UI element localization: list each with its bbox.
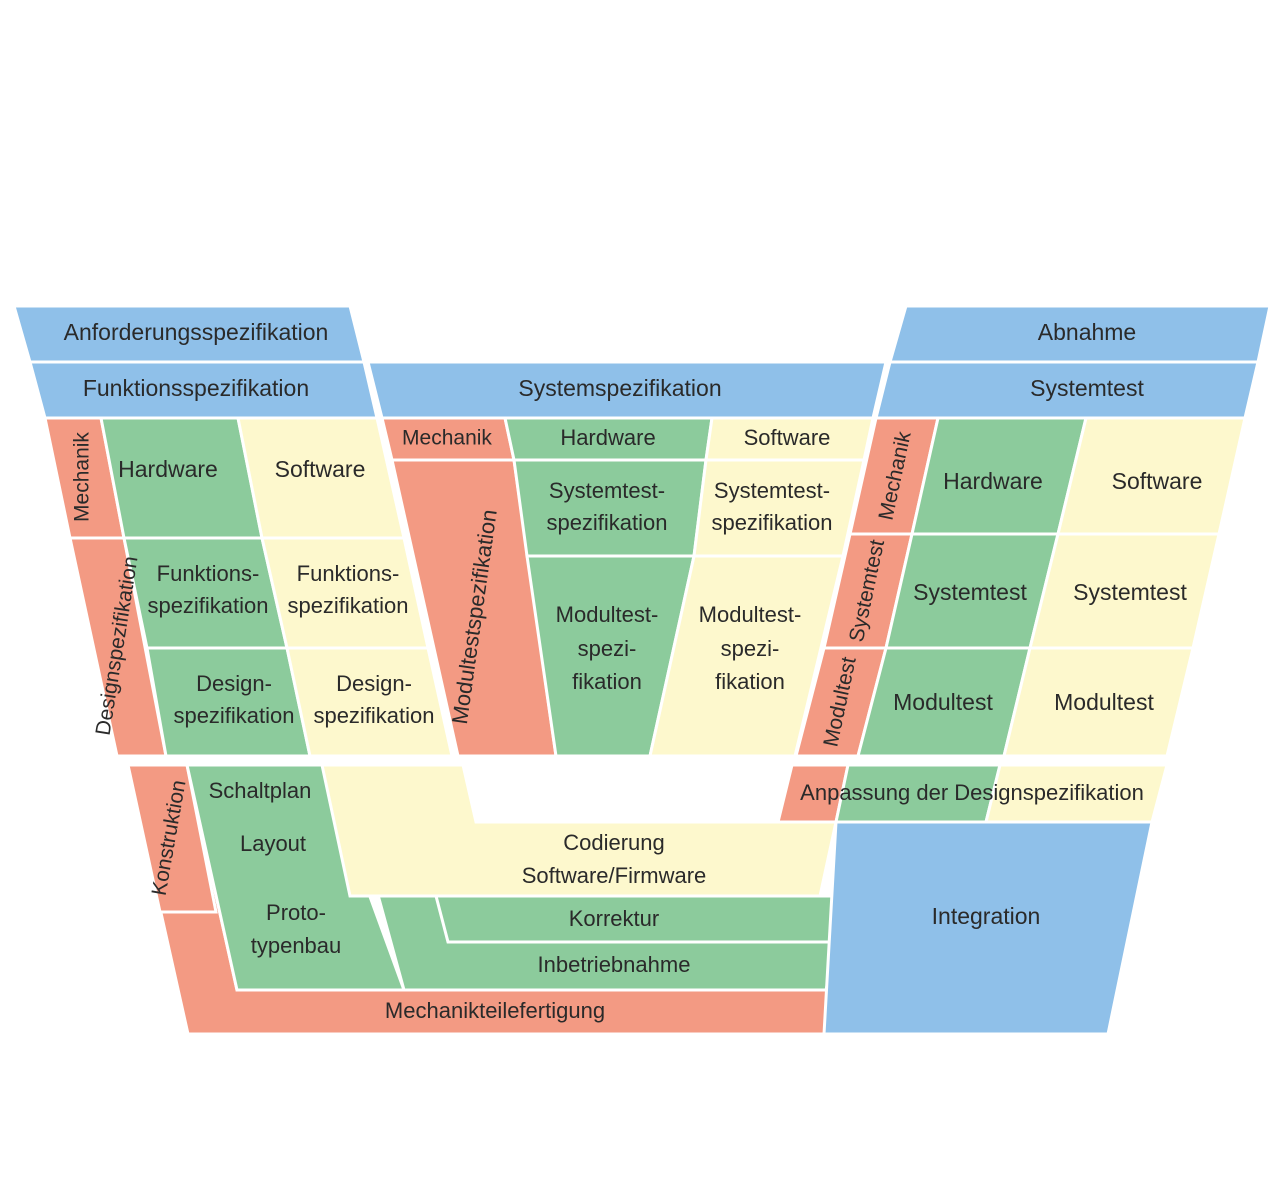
anpassung-label: Anpassung der Designspezifikation (800, 780, 1144, 805)
right-systemtest-header-label: Systemtest (1030, 375, 1144, 401)
mechanikteilefertigung-label: Mechanikteilefertigung (385, 998, 605, 1023)
left-hw-funktions-line1: Funktions- (157, 561, 260, 586)
mid-sw-modultest-line3: fikation (715, 669, 785, 694)
mid-hardware-label: Hardware (560, 425, 655, 450)
right-hw-systemtest-label: Systemtest (913, 579, 1027, 605)
layout-label: Layout (240, 831, 306, 856)
mid-sw-systemtestspezifikation-box (692, 458, 866, 558)
prototypenbau-line1: Proto- (266, 900, 326, 925)
codierung-line2: Software/Firmware (522, 863, 707, 888)
mid-hw-modultest-line2: spezi- (578, 636, 637, 661)
inbetriebnahme-label: Inbetriebnahme (538, 952, 691, 977)
codierung-line1: Codierung (563, 830, 665, 855)
mid-mechanik-label: Mechanik (402, 427, 492, 450)
left-hw-design-line1: Design- (196, 671, 272, 696)
left-hardware-label: Hardware (118, 456, 218, 482)
left-hw-funktions-line2: spezifikation (147, 593, 268, 618)
left-mechanik-label: Mechanik (71, 432, 94, 522)
left-sw-design-line2: spezifikation (313, 703, 434, 728)
left-sw-funktions-line1: Funktions- (297, 561, 400, 586)
left-software-label: Software (275, 456, 366, 482)
left-sw-funktions-line2: spezifikation (287, 593, 408, 618)
mid-sw-systemtest-line1: Systemtest- (714, 478, 830, 503)
korrektur-label: Korrektur (569, 906, 659, 931)
mid-hw-systemtestspezifikation-box (512, 458, 708, 558)
mid-hw-systemtest-line1: Systemtest- (549, 478, 665, 503)
right-software-label: Software (1112, 468, 1203, 494)
left-hw-design-line2: spezifikation (173, 703, 294, 728)
right-sw-modultest-label: Modultest (1054, 689, 1154, 715)
schaltplan-label: Schaltplan (209, 778, 312, 803)
mid-hw-systemtest-line2: spezifikation (546, 510, 667, 535)
funktionsspezifikation-label: Funktionsspezifikation (83, 375, 309, 401)
left-sw-design-line1: Design- (336, 671, 412, 696)
abnahme-label: Abnahme (1038, 319, 1136, 345)
right-hw-modultest-label: Modultest (893, 689, 993, 715)
right-hardware-label: Hardware (943, 468, 1043, 494)
mid-sw-modultest-line1: Modultest- (699, 602, 802, 627)
integration-label: Integration (932, 903, 1041, 929)
right-sw-systemtest-label: Systemtest (1073, 579, 1187, 605)
mid-hw-modultest-line1: Modultest- (556, 602, 659, 627)
mid-hw-modultest-line3: fikation (572, 669, 642, 694)
integration-box (822, 820, 1154, 1036)
mid-software-label: Software (744, 425, 831, 450)
anforderungsspezifikation-label: Anforderungsspezifikation (64, 319, 329, 345)
prototypenbau-line2: typenbau (251, 933, 342, 958)
right-sw-modultest-box (1002, 646, 1195, 758)
mid-sw-modultest-line2: spezi- (721, 636, 780, 661)
left-sw-designspezifikation-box (285, 646, 454, 758)
mid-sw-systemtest-line2: spezifikation (711, 510, 832, 535)
systemspezifikation-label: Systemspezifikation (518, 375, 721, 401)
